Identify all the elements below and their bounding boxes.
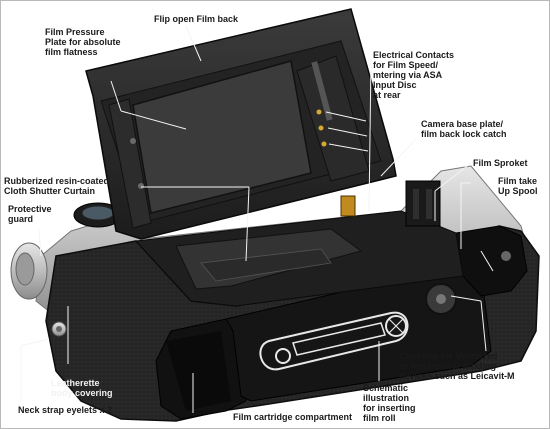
- label-camera-base-plate: Camera base plate/ film back lock catch: [421, 119, 507, 139]
- label-rubberized-curtain: Rubberized resin-coated Cloth Shutter Cu…: [4, 176, 110, 196]
- film-sprocket: [405, 180, 441, 227]
- label-film-pressure-plate: Film Pressure Plate for absolute film fl…: [45, 27, 121, 57]
- film-pressure-plate: [132, 60, 312, 214]
- leader-lines: [20, 25, 494, 413]
- label-schematic-illustration: Schematic illustration for inserting fil…: [363, 383, 416, 423]
- label-protective-guard: Protective guard: [8, 204, 52, 224]
- schematic-film-illustration: [259, 311, 409, 371]
- label-coupling: Coupling for Motorized or mechanical win…: [399, 351, 515, 381]
- label-electrical-contacts: Electrical Contacts for Film Speed/ mter…: [373, 50, 455, 100]
- label-leatherette-covering: Leatherette body covering: [51, 378, 113, 398]
- label-film-sprocket: Film Sproket: [473, 158, 528, 168]
- label-film-cartridge-compartment: Film cartridge compartment: [233, 412, 353, 422]
- label-film-take-up-spool: Film take Up Spool: [498, 176, 538, 196]
- electrical-contacts: [316, 109, 327, 147]
- film-take-up-spool-chamber: [455, 225, 528, 297]
- label-neck-strap-eyelets: Neck strap eyelets x 2: [18, 405, 113, 415]
- label-flip-open-film-back: Flip open Film back: [154, 14, 239, 24]
